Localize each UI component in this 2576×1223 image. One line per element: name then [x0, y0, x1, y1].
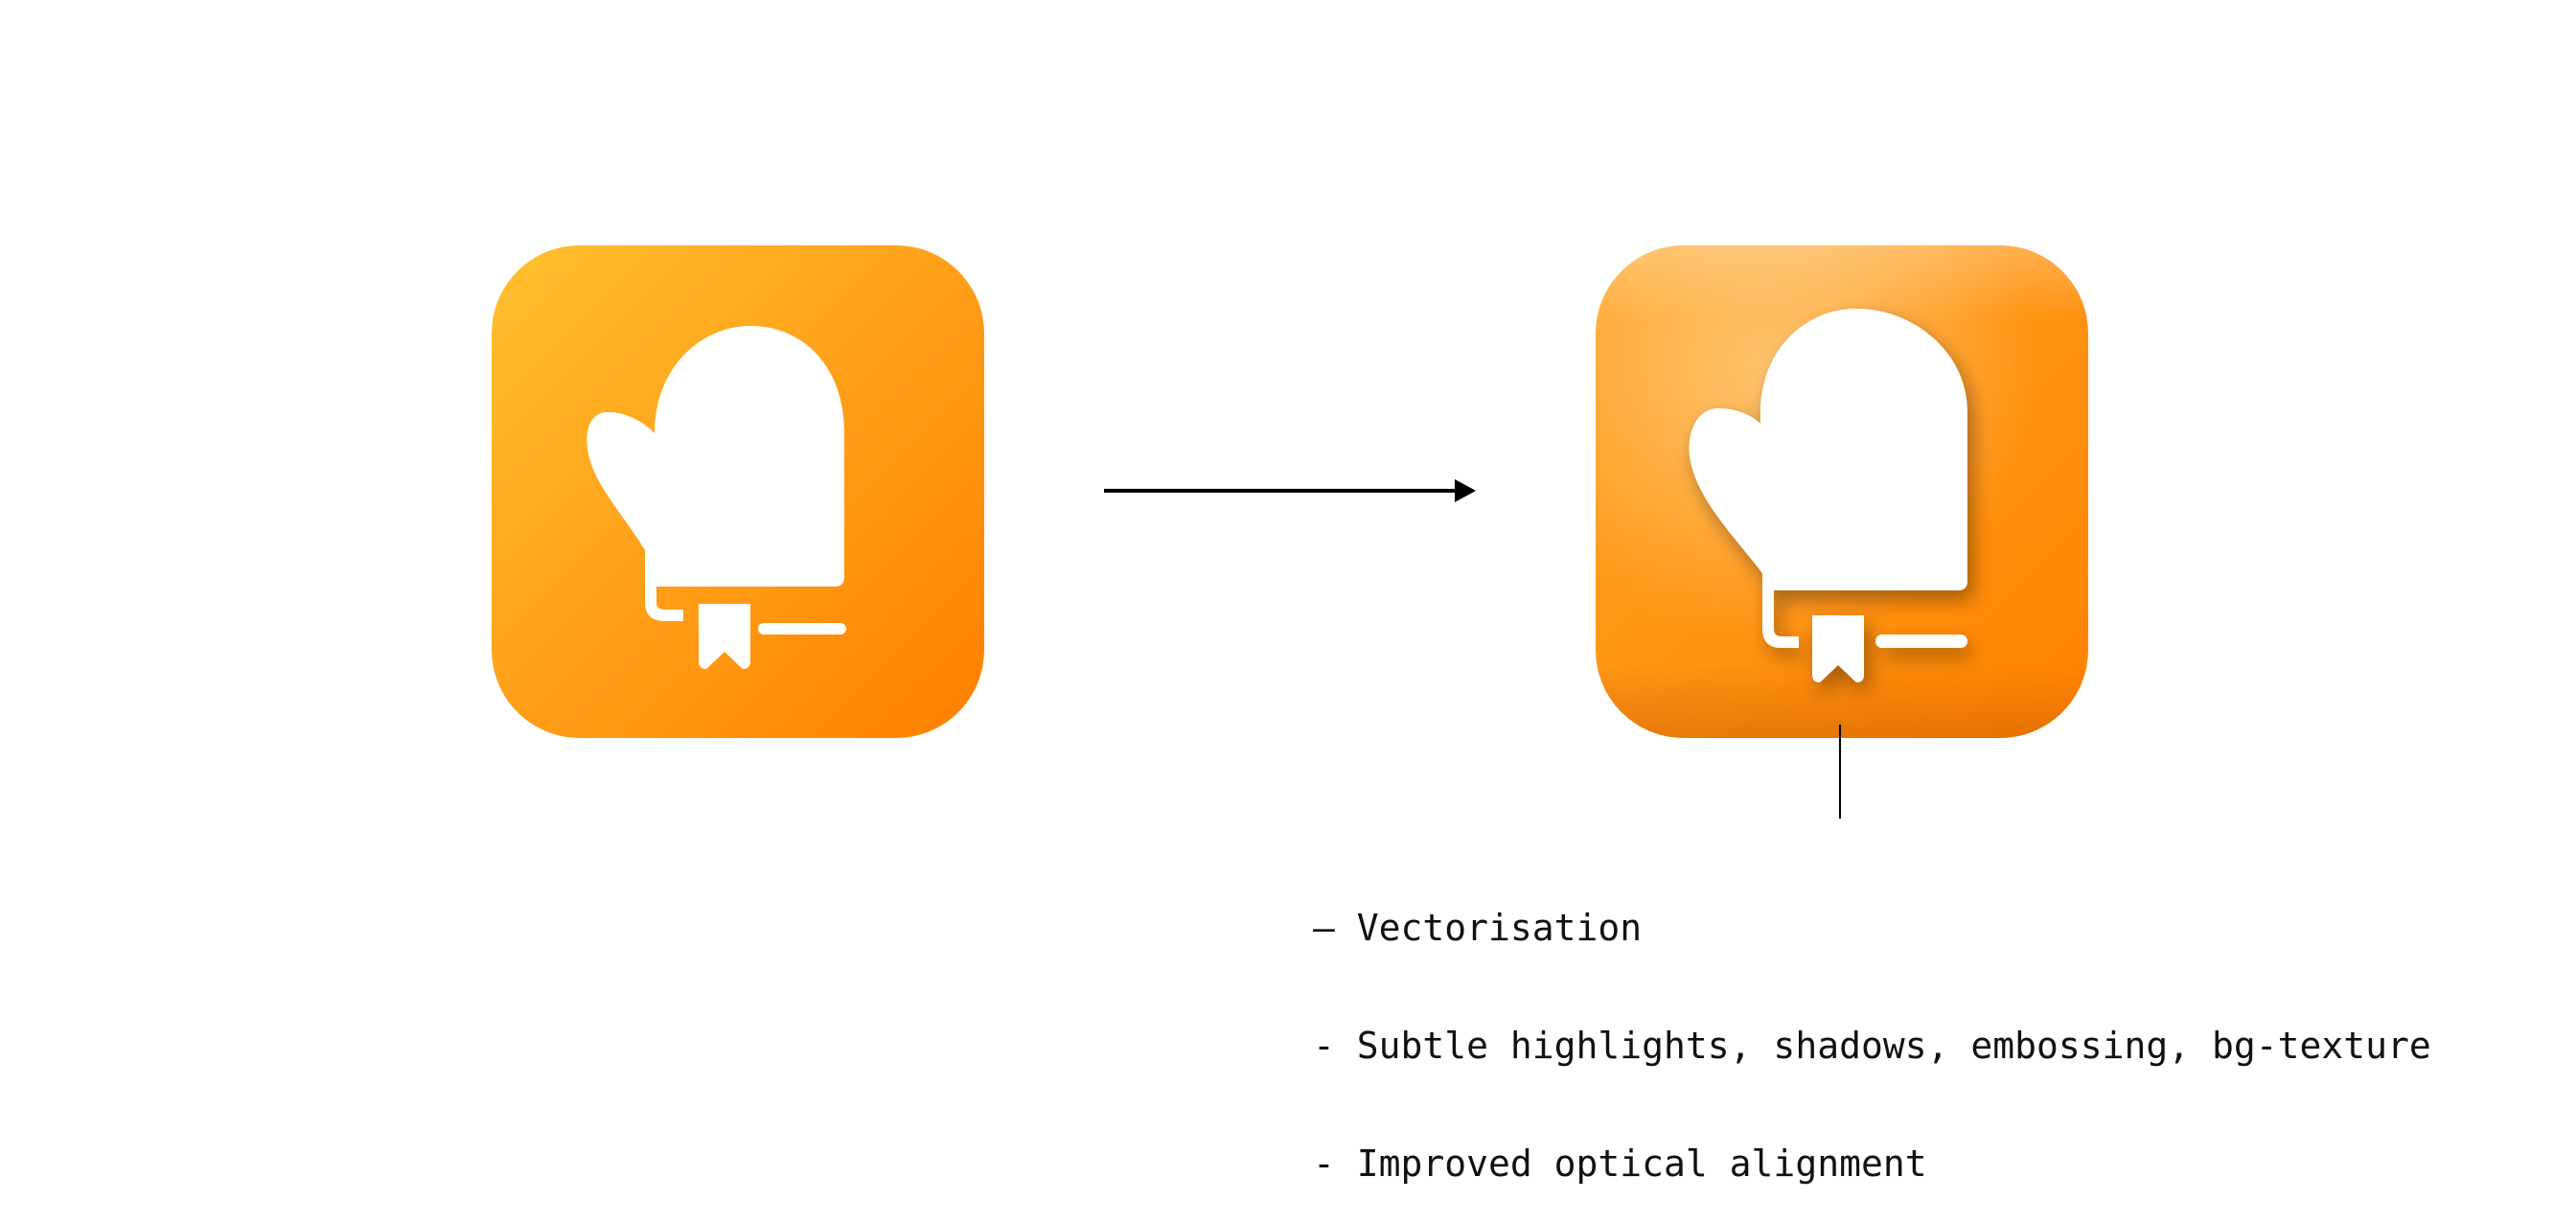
app-icon-before [492, 245, 984, 738]
oven-mitt-icon [1596, 245, 2088, 738]
improvement-notes: – Vectorisation - Subtle highlights, sha… [1313, 830, 2431, 1223]
transition-arrow [1104, 479, 1476, 502]
note-highlights: - Subtle highlights, shadows, embossing,… [1313, 1025, 2431, 1067]
oven-mitt-icon [492, 245, 984, 738]
note-alignment: - Improved optical alignment [1313, 1142, 1927, 1185]
note-vectorisation: – Vectorisation [1313, 907, 1643, 949]
annotation-connector [1839, 725, 1841, 819]
app-icon-after [1596, 245, 2088, 738]
